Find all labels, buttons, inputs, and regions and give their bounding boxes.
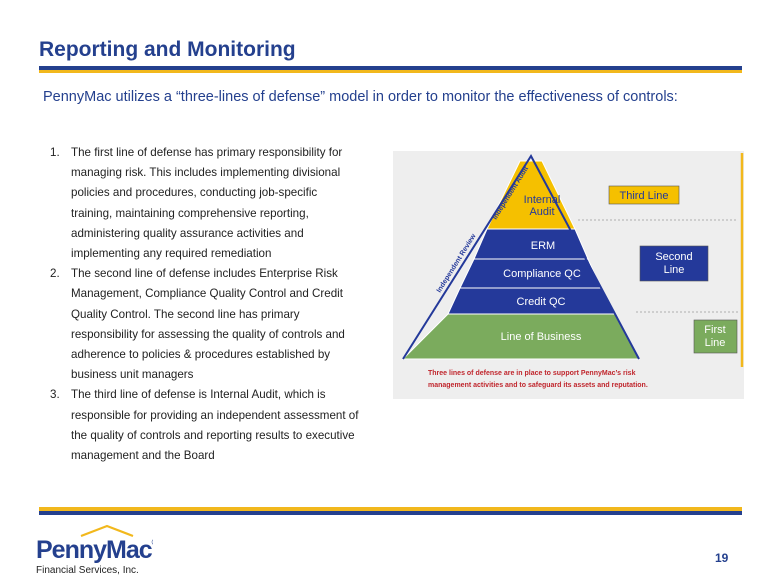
first-line-box [693, 319, 738, 354]
intro-text: PennyMac utilizes a “three-lines of defe… [43, 89, 678, 105]
label-internal: Internal [524, 194, 561, 206]
list-item: 3. The third line of defense is Internal… [50, 388, 359, 463]
list-item: 1. The first line of defense has primary… [50, 146, 343, 261]
logo-wordmark: PennyMac® [36, 536, 153, 564]
pennymac-logo: PennyMac® Financial Services, Inc. [33, 520, 159, 576]
label-erm: ERM [531, 240, 555, 252]
logo-tagline: Financial Services, Inc. [36, 565, 139, 576]
second-line-box [639, 245, 709, 282]
page-title: Reporting and Monitoring [39, 38, 296, 61]
defense-lines-list: 1. The first line of defense has primary… [50, 143, 395, 466]
logo-mark: PennyMac® Financial Services, Inc. [36, 524, 159, 576]
first-line-label-1: First [704, 324, 725, 336]
pyramid-outline [402, 154, 640, 360]
second-line-label-2: Line [664, 264, 685, 276]
title-rule-navy [39, 66, 742, 70]
label-compliance-qc: Compliance QC [503, 268, 581, 280]
footer-rule-navy [39, 511, 742, 515]
label-audit: Audit [529, 206, 554, 218]
three-lines-pyramid: Internal Audit ERM Compliance QC Credit … [401, 153, 744, 389]
label-line-of-business: Line of Business [501, 331, 582, 343]
list-item: 2. The second line of defense includes E… [50, 267, 345, 382]
second-line-label-1: Second [655, 251, 692, 263]
label-credit-qc: Credit QC [517, 296, 566, 308]
third-line-box [608, 185, 680, 205]
caption-line-1: Three lines of defense are in place to s… [428, 370, 636, 377]
diagram-panel: Internal Audit ERM Compliance QC Credit … [393, 151, 744, 399]
title-rule-gold [39, 70, 742, 73]
roof-icon [80, 524, 134, 538]
first-line-label-2: Line [705, 337, 726, 349]
third-line-label: Third Line [620, 190, 669, 202]
caption-line-2: management activities and to safeguard i… [428, 382, 648, 389]
footer-rule-gold [39, 507, 742, 511]
page-number: 19 [715, 551, 729, 565]
